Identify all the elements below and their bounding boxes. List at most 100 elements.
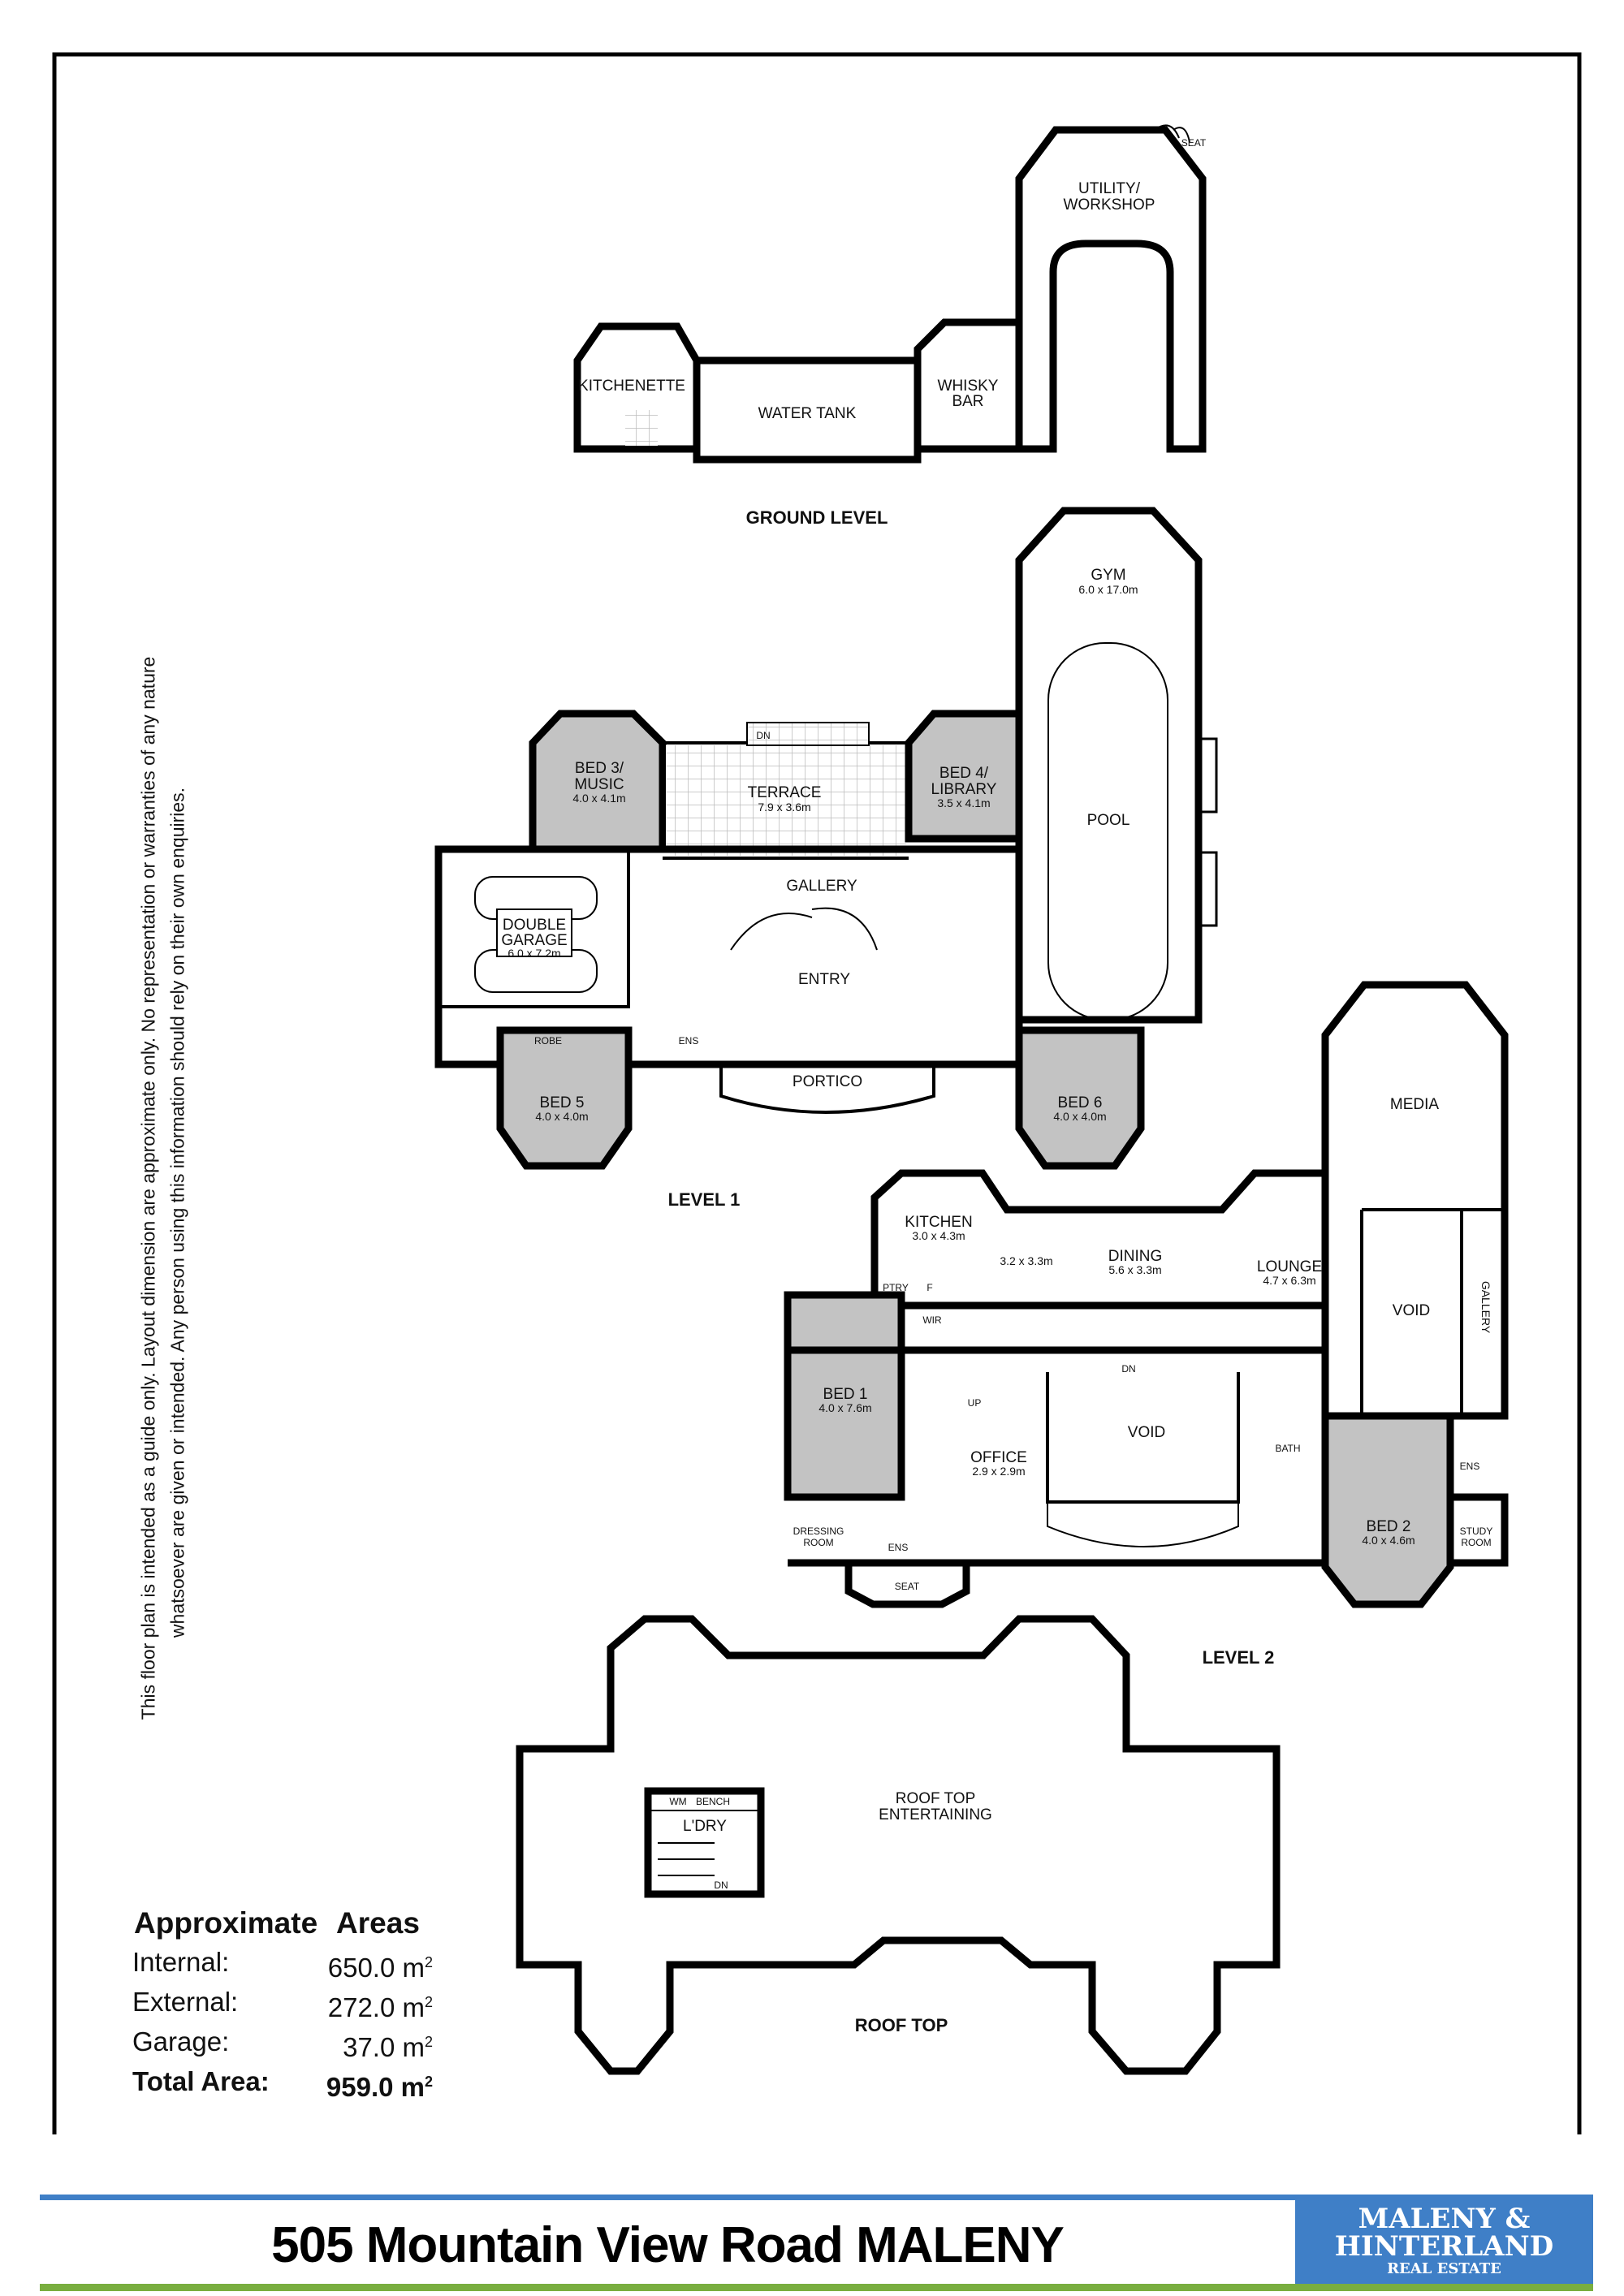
room-void-right: VOID — [1393, 1302, 1430, 1319]
roof-top-entertaining-2: ENTERTAINING — [879, 1806, 992, 1823]
room-laundry: L'DRY — [683, 1818, 727, 1835]
approximate-areas: Approximate Areas Internal:650.0 m2 Exte… — [132, 1906, 433, 2104]
area-row-garage: Garage: 37.0 m2 — [132, 2025, 433, 2065]
area-unit: 2 — [424, 2074, 433, 2090]
gym-dimensions: 6.0 x 17.0m — [1078, 583, 1138, 596]
ground-level-label: GROUND LEVEL — [746, 507, 888, 528]
bath-label: BATH — [1275, 1443, 1300, 1454]
terrace-dimensions: 7.9 x 3.6m — [758, 801, 810, 814]
area-row-internal: Internal: 650.0 m2 — [132, 1945, 433, 1985]
disclaimer-line-1: This floor plan is intended as a guide o… — [137, 656, 159, 1720]
stairs-dn-label: DN — [714, 1880, 728, 1891]
room-bed-5: BED 5 — [540, 1094, 585, 1111]
seat-label: SEAT — [895, 1581, 920, 1592]
bed-4-dimensions: 3.5 x 4.1m — [937, 796, 990, 809]
bed-1-dimensions: 4.0 x 7.6m — [818, 1401, 871, 1414]
area-label: External: — [132, 1987, 239, 2017]
area-unit: 2 — [424, 1994, 433, 2010]
room-bed-6: BED 6 — [1058, 1094, 1103, 1111]
bed-2-dimensions: 4.0 x 4.6m — [1362, 1534, 1415, 1547]
area-value: 650.0 m — [327, 1953, 425, 1983]
office-dimensions: 2.9 x 2.9m — [972, 1465, 1025, 1478]
room-study-2: ROOM — [1461, 1537, 1491, 1548]
room-gym: GYM — [1091, 567, 1125, 584]
room-entry: ENTRY — [798, 971, 850, 988]
room-dressing-2: ROOM — [803, 1537, 833, 1548]
room-bed-3-music: MUSIC — [574, 776, 624, 793]
room-workshop: WORKSHOP — [1064, 196, 1155, 214]
room-void-center: VOID — [1128, 1424, 1165, 1441]
room-kitchenette: KITCHENETTE — [578, 378, 685, 395]
room-terrace: TERRACE — [748, 784, 822, 801]
level-2-label: LEVEL 2 — [1203, 1647, 1275, 1668]
room-garage: GARAGE — [501, 932, 567, 949]
room-pool: POOL — [1087, 812, 1130, 829]
room-bed-2: BED 2 — [1367, 1518, 1411, 1535]
bed-3-dimensions: 4.0 x 4.1m — [572, 792, 625, 805]
page-frame — [52, 52, 1582, 2134]
ens-label: ENS — [679, 1035, 699, 1047]
seat-label: SEAT — [1181, 137, 1207, 149]
wir-label: WIR — [922, 1314, 942, 1326]
roof-top-plan: WM BENCH L'DRY DN ROOF TOP ENTERTAINING … — [516, 1615, 1281, 2075]
family-dimensions: 3.2 x 3.3m — [1000, 1254, 1052, 1267]
level-2-plan: KITCHEN 3.0 x 4.3m 3.2 x 3.3m PTRY F DIN… — [784, 981, 1509, 1668]
stairs-up-label: UP — [968, 1397, 982, 1409]
fridge-label: F — [926, 1282, 932, 1293]
area-row-total: Total Area: 959.0 m2 — [132, 2065, 433, 2104]
room-media: MEDIA — [1390, 1096, 1440, 1113]
stairs-dn-label: DN — [1121, 1363, 1135, 1375]
level-1-label: LEVEL 1 — [668, 1189, 741, 1210]
area-row-external: External: 272.0 m2 — [132, 1985, 433, 2025]
room-water-tank: WATER TANK — [758, 405, 857, 422]
room-study: STUDY — [1460, 1526, 1493, 1537]
footer-blue-bar — [40, 2195, 1593, 2200]
ground-level-plan: SEAT KITCHENETTE WATER TANK WHISKY BAR U… — [573, 124, 1207, 528]
area-unit: 2 — [424, 2034, 433, 2050]
area-label: Garage: — [132, 2026, 230, 2056]
ens-label-bed1: ENS — [888, 1542, 909, 1553]
area-label: Internal: — [132, 1947, 230, 1977]
room-utility: UTILITY/ — [1078, 180, 1141, 197]
footer-green-bar — [40, 2284, 1593, 2291]
room-whisky-bar-2: BAR — [952, 393, 983, 410]
level-1-plan: BED 3/ MUSIC 4.0 x 4.1m TERRACE 7.9 x 3.… — [434, 507, 1218, 1210]
robe-label: ROBE — [534, 1035, 562, 1047]
bench-label: BENCH — [696, 1796, 730, 1807]
room-bed-3: BED 3/ — [575, 760, 624, 777]
logo-line-3: REAL ESTATE — [1387, 2260, 1501, 2277]
roof-top-label: ROOF TOP — [855, 2015, 948, 2035]
room-bed-4: BED 4/ — [939, 765, 989, 782]
logo-line-2: HINTERLAND — [1334, 2230, 1554, 2263]
wm-label: WM — [669, 1796, 686, 1807]
room-double-garage: DOUBLE — [503, 917, 566, 934]
kitchen-dimensions: 3.0 x 4.3m — [912, 1229, 965, 1242]
room-portico: PORTICO — [793, 1073, 862, 1090]
room-dressing: DRESSING — [793, 1526, 844, 1537]
property-address: 505 Mountain View Road MALENY — [271, 2217, 1065, 2273]
room-gallery-l2: GALLERY — [1479, 1281, 1492, 1334]
agency-logo: MALENY & HINTERLAND REAL ESTATE — [1295, 2200, 1593, 2284]
stairs-dn-label: DN — [756, 730, 770, 741]
dining-dimensions: 5.6 x 3.3m — [1108, 1263, 1161, 1276]
disclaimer-line-2: whatsoever are given or intended. Any pe… — [166, 787, 188, 1638]
room-whisky-bar: WHISKY — [938, 378, 999, 395]
area-value: 959.0 m — [326, 2072, 425, 2102]
room-gallery: GALLERY — [786, 878, 857, 895]
room-lounge: LOUNGE — [1257, 1258, 1322, 1275]
areas-heading: Approximate Areas — [134, 1906, 420, 1940]
lounge-dimensions: 4.7 x 6.3m — [1263, 1274, 1315, 1287]
room-bed-1: BED 1 — [823, 1386, 868, 1403]
logo-line-1: MALENY & — [1358, 2203, 1531, 2235]
ens-label-bed2: ENS — [1460, 1461, 1480, 1472]
bed-5-dimensions: 4.0 x 4.0m — [535, 1110, 588, 1123]
room-office: OFFICE — [970, 1449, 1027, 1466]
area-label: Total Area: — [132, 2066, 270, 2096]
garage-dimensions: 6.0 x 7.2m — [508, 947, 560, 960]
room-bed-4-library: LIBRARY — [931, 781, 997, 798]
area-value: 37.0 m — [343, 2032, 425, 2062]
area-unit: 2 — [424, 1954, 433, 1970]
area-value: 272.0 m — [327, 1992, 425, 2022]
room-kitchen: KITCHEN — [905, 1214, 972, 1231]
